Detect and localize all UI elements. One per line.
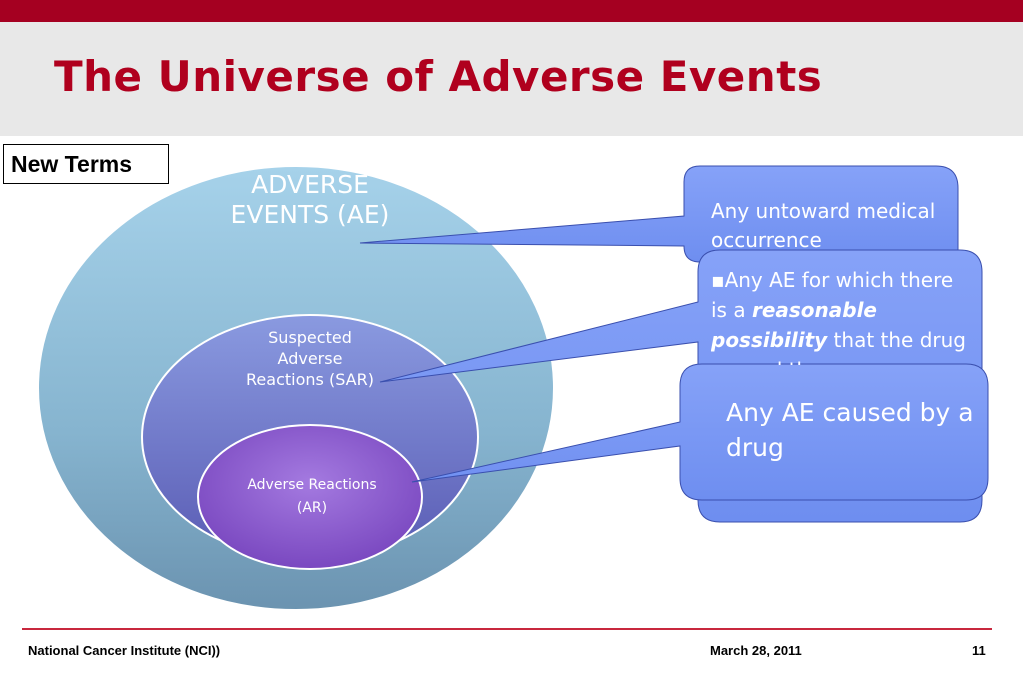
footer-organization: National Cancer Institute (NCI)) [28, 643, 221, 658]
ar-label: Adverse Reactions (AR) [232, 474, 392, 520]
ar-label-line2: (AR) [296, 500, 328, 516]
ar-definition-text: Any AE caused by a drug [726, 398, 974, 462]
sar-definition-text: ▪Any AE for which there is a reasonable … [711, 265, 973, 365]
ae-definition-text: Any untoward medical occurrence [711, 199, 936, 252]
callout-ar-shape [411, 363, 989, 501]
sar-definition-part2: that the drug caused the [711, 328, 967, 365]
footer-divider [22, 628, 992, 630]
ar-label-line1: Adverse Reactions [247, 477, 377, 493]
ae-label: ADVERSE EVENTS (AE) [230, 170, 390, 229]
callout-ae-shape [359, 165, 959, 263]
top-accent-bar [0, 0, 1023, 22]
sar-bullet: ▪ [711, 268, 725, 292]
title-banner [0, 22, 1023, 136]
footer-date: March 28, 2011 [710, 643, 802, 658]
ar-circle [197, 424, 423, 570]
sar-definition-emphasis: reasonable possibility [711, 298, 877, 352]
sar-label: Suspected Adverse Reactions (SAR) [246, 328, 374, 389]
new-terms-tag: New Terms [3, 144, 169, 184]
page-number: 11 [972, 643, 986, 658]
slide-title: The Universe of Adverse Events [54, 52, 823, 101]
sar-definition-part1: Any AE for which there is a [711, 268, 954, 322]
